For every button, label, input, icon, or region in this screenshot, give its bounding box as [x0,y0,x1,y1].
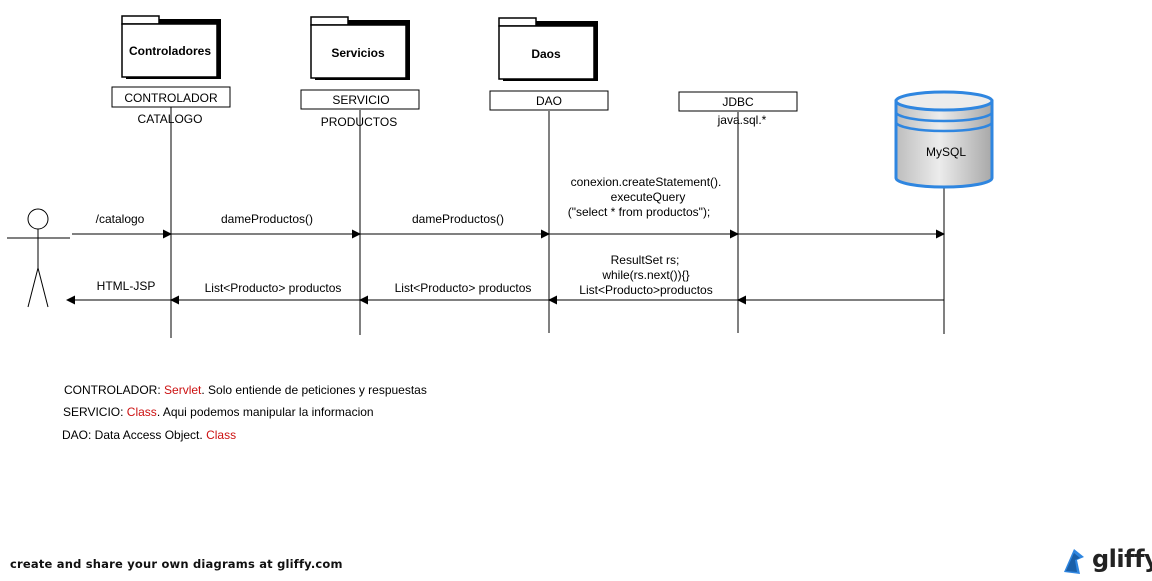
footer-gliffy-link[interactable]: create and share your own diagrams at gl… [10,557,343,571]
object-label: CONTROLADOR [124,91,218,105]
message-label-line: List<Producto>productos [579,283,712,297]
message-label-line: conexion.createStatement(). [571,175,722,189]
legend-type: Class [126,405,157,419]
package-label: Daos [531,47,561,61]
message-label: dameProductos() [412,212,504,226]
legend-term: CONTROLADOR: [64,383,165,397]
object-jdbc[interactable]: JDBC [678,91,798,112]
message-label: dameProductos() [221,212,313,226]
package-controladores[interactable]: Controladores [121,15,221,79]
legend-type: Servlet [164,383,202,397]
message-label-line: executeQuery [611,190,686,204]
gliffy-logo-icon[interactable] [1060,544,1150,578]
legend-dao: DAO: Data Access Object. Class [62,428,236,442]
object-subtitle: CATALOGO [138,112,203,126]
package-label: Servicios [331,46,385,60]
legend-desc: . Solo entiende de peticiones y respuest… [201,383,427,397]
object-subtitle: java.sql.* [717,113,767,127]
package-label: Controladores [129,44,211,58]
message-label: List<Producto> productos [205,281,342,295]
object-label: JDBC [722,95,754,109]
message-label: HTML-JSP [97,279,156,293]
database-mysql[interactable]: MySQL [894,90,994,189]
legend-term: SERVICIO: [63,405,127,419]
package-daos[interactable]: Daos [498,17,598,81]
message-label: List<Producto> productos [395,281,532,295]
actor-user-icon [7,208,70,308]
legend-controlador: CONTROLADOR: Servlet. Solo entiende de p… [64,383,427,397]
message-label-line: ("select * from productos"); [568,205,711,219]
legend-desc: . Aqui podemos manipular la informacion [156,405,374,419]
object-label: SERVICIO [332,93,389,107]
object-dao[interactable]: DAO [489,90,609,111]
database-label: MySQL [926,145,966,159]
message-label: /catalogo [96,212,145,226]
object-subtitle: PRODUCTOS [321,115,397,129]
legend-servicio: SERVICIO: Class. Aqui podemos manipular … [63,405,374,419]
message-label-line: ResultSet rs; [611,253,680,267]
message-label-line: while(rs.next()){} [601,268,689,282]
object-controlador[interactable]: CONTROLADOR [111,86,231,108]
legend-type: Class [206,428,237,442]
object-servicio[interactable]: SERVICIO [300,89,420,110]
package-servicios[interactable]: Servicios [310,16,410,80]
legend-term: DAO: Data Access Object. [62,428,207,442]
object-label: DAO [536,94,562,108]
gliffy-logo-text[interactable]: gliffy [1092,545,1152,573]
